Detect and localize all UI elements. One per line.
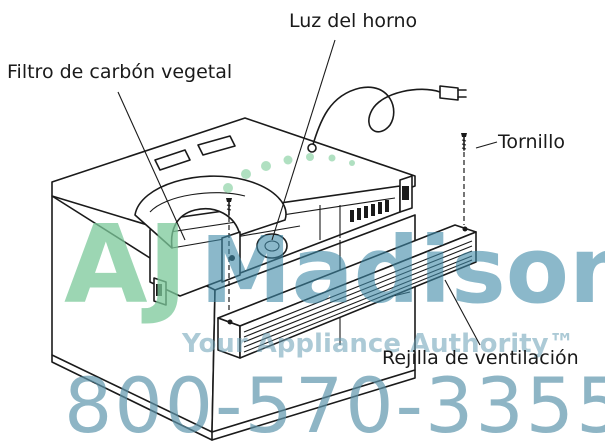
leader-screw xyxy=(475,141,498,149)
label-oven-light: Luz del horno xyxy=(289,10,417,32)
top-panel-window-1 xyxy=(154,149,191,171)
watermark-phone: 800-570-3355 xyxy=(64,361,605,443)
label-vent-grille: Rejilla de ventilación xyxy=(382,347,579,369)
power-cord xyxy=(307,85,467,153)
watermark-dots xyxy=(223,153,355,193)
leader-charcoal-filter xyxy=(117,91,186,241)
side-vent-slots xyxy=(350,200,389,222)
charcoal-filter xyxy=(134,175,287,249)
leader-lines xyxy=(117,39,498,346)
watermark: AJ Madison Your Appliance Authority™ 800… xyxy=(64,153,605,443)
oven-bottom-edge xyxy=(211,369,416,441)
leader-vent-grille xyxy=(444,279,481,346)
vent-grille xyxy=(217,224,477,359)
oven-light-bulb xyxy=(256,233,288,259)
screw-left xyxy=(226,198,232,216)
label-charcoal-filter: Filtro de carbón vegetal xyxy=(7,61,232,83)
screw-right xyxy=(461,133,467,151)
watermark-brand-name: Madison xyxy=(200,217,605,324)
leader-oven-light xyxy=(271,39,336,241)
watermark-brand-prefix: AJ xyxy=(64,203,188,328)
label-screw: Tornillo xyxy=(497,131,565,153)
top-panel-window-2 xyxy=(197,135,236,156)
watermark-tagline: Your Appliance Authority™ xyxy=(181,329,575,359)
